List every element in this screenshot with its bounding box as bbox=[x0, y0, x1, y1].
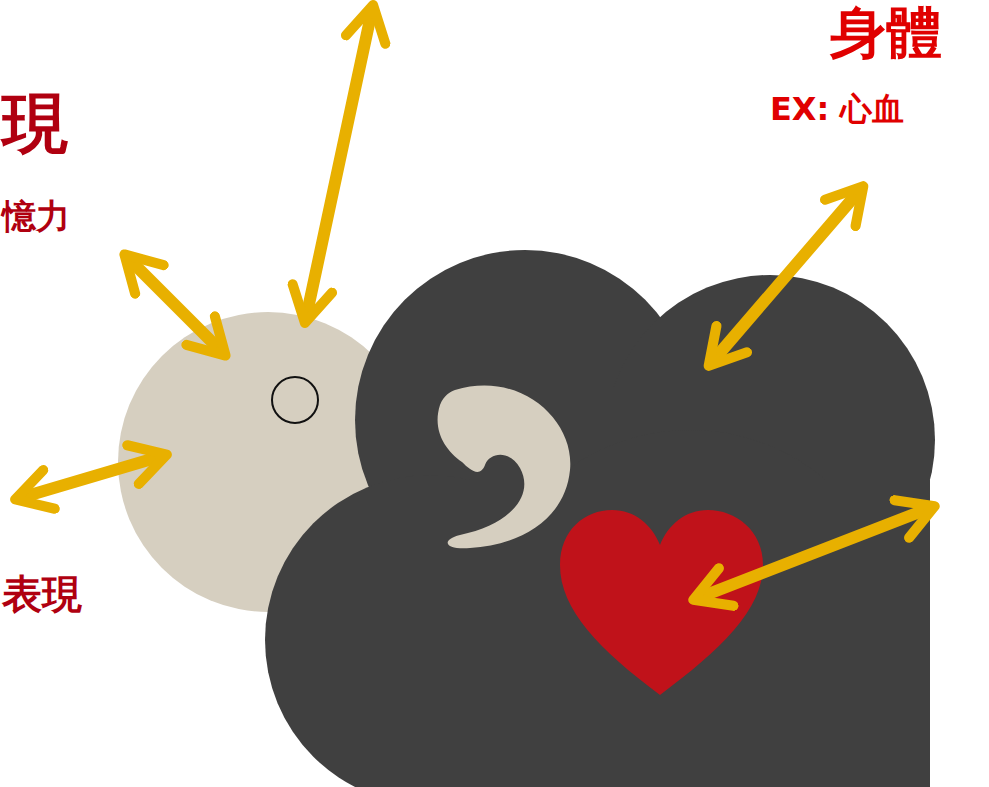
text-label: 表現 bbox=[2, 572, 82, 616]
swirl-shape bbox=[438, 385, 571, 548]
eye-circle bbox=[272, 377, 318, 423]
text-label: 身體 bbox=[830, 2, 942, 64]
text-label: 現 bbox=[2, 88, 68, 161]
yellow-arrows bbox=[20, 10, 930, 598]
heart-symbol bbox=[560, 510, 763, 695]
text-label: 憶力 bbox=[2, 198, 70, 235]
body-cloud bbox=[265, 250, 935, 787]
text-label: EX: 心血 bbox=[770, 92, 904, 127]
